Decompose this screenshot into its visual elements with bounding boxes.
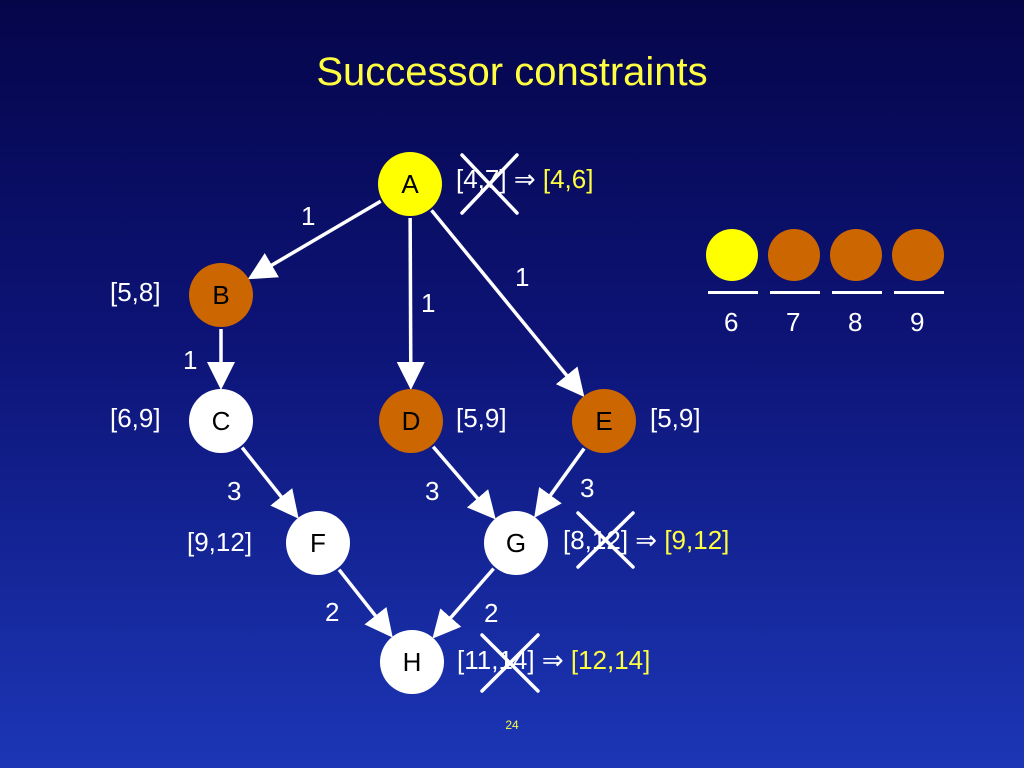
node-D: D bbox=[379, 389, 443, 453]
edge-F-H bbox=[337, 568, 393, 638]
weight-A-D: 1 bbox=[421, 288, 436, 318]
weight-A-E: 1 bbox=[515, 262, 530, 292]
slot-circle-9 bbox=[892, 229, 944, 281]
node-A-label: A bbox=[401, 168, 419, 199]
slot-underline-7 bbox=[770, 291, 820, 294]
slot-underline-8 bbox=[832, 291, 882, 294]
implies-icon: ⇒ bbox=[513, 164, 536, 194]
page-number: 24 bbox=[505, 718, 519, 732]
interval-G-new: [9,12] bbox=[664, 525, 730, 555]
slot-time-8: 8 bbox=[848, 307, 863, 337]
weight-B-C: 1 bbox=[183, 345, 198, 375]
interval-A-new: [4,6] bbox=[542, 164, 594, 194]
slot-time-9: 9 bbox=[910, 307, 925, 337]
interval-G-old: [8,12] bbox=[563, 525, 629, 555]
node-G-label: G bbox=[505, 527, 527, 558]
node-H: H bbox=[380, 630, 444, 694]
node-D-label: D bbox=[401, 405, 421, 436]
interval-H-new: [12,14] bbox=[570, 645, 651, 675]
interval-D: [5,9] bbox=[456, 403, 507, 433]
interval-C: [6,9] bbox=[110, 403, 161, 433]
weight-E-G: 3 bbox=[580, 473, 595, 503]
node-B: B bbox=[189, 263, 253, 327]
implies-icon: ⇒ bbox=[541, 645, 564, 675]
node-F: F bbox=[286, 511, 350, 575]
node-B-label: B bbox=[212, 279, 230, 310]
edge-G-H bbox=[432, 567, 495, 639]
interval-H-old: [11,14] bbox=[457, 645, 535, 675]
edge-E-G bbox=[534, 447, 586, 518]
interval-H: [11,14] ⇒ [12,14] bbox=[457, 645, 650, 676]
node-E-label: E bbox=[595, 405, 613, 436]
node-F-label: F bbox=[310, 527, 326, 558]
slot-time-6: 6 bbox=[724, 307, 739, 337]
edge-A-E bbox=[430, 209, 585, 398]
interval-F: [9,12] bbox=[187, 527, 253, 557]
slot-circle-8 bbox=[830, 229, 882, 281]
edge-C-F bbox=[240, 446, 299, 519]
edge-D-G bbox=[431, 445, 496, 520]
node-C-label: C bbox=[211, 405, 231, 436]
weight-A-B: 1 bbox=[301, 201, 316, 231]
slide-title: Successor constraints bbox=[316, 50, 708, 94]
node-H-label: H bbox=[402, 646, 422, 677]
implies-icon: ⇒ bbox=[635, 525, 658, 555]
interval-G: [8,12] ⇒ [9,12] bbox=[563, 525, 729, 556]
slot-underline-9 bbox=[894, 291, 944, 294]
weight-D-G: 3 bbox=[425, 476, 440, 506]
node-G: G bbox=[484, 511, 548, 575]
interval-A: [4,7] ⇒ [4,6] bbox=[456, 164, 593, 195]
weight-F-H: 2 bbox=[325, 597, 340, 627]
interval-E: [5,9] bbox=[650, 403, 701, 433]
slot-circle-7 bbox=[768, 229, 820, 281]
strike-A-2 bbox=[460, 153, 519, 215]
slot-circle-6 bbox=[706, 229, 758, 281]
edge-A-D bbox=[396, 217, 425, 391]
weight-G-H: 2 bbox=[484, 598, 499, 628]
node-A: A bbox=[378, 152, 442, 216]
strike-G-2 bbox=[576, 511, 635, 569]
interval-B: [5,8] bbox=[110, 277, 161, 307]
edge-A-B bbox=[247, 199, 382, 280]
strike-H-2 bbox=[480, 633, 540, 693]
slot-time-7: 7 bbox=[786, 307, 801, 337]
slot-underline-6 bbox=[708, 291, 758, 294]
interval-A-old: [4,7] bbox=[456, 164, 507, 194]
weight-C-F: 3 bbox=[227, 476, 242, 506]
node-C: C bbox=[189, 389, 253, 453]
node-E: E bbox=[572, 389, 636, 453]
